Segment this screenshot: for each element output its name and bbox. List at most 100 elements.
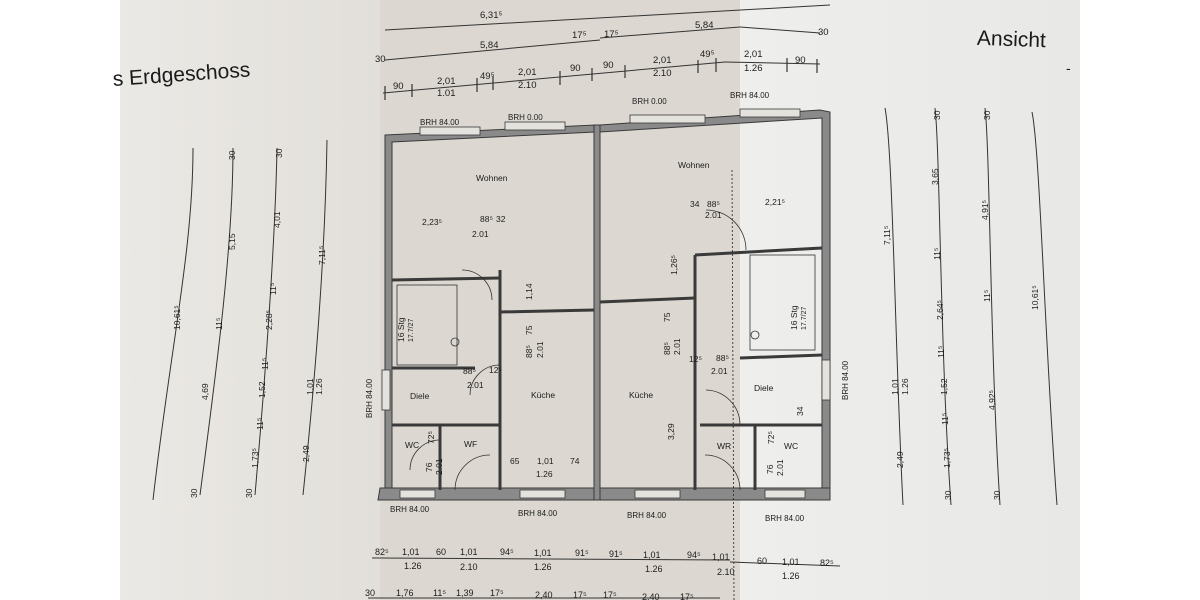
svg-text:2,01: 2,01 — [437, 76, 456, 87]
svg-text:WC: WC — [405, 440, 419, 450]
svg-text:11⁵: 11⁵ — [982, 290, 992, 302]
svg-text:11⁵: 11⁵ — [214, 318, 224, 330]
svg-text:BRH 84.00: BRH 84.00 — [518, 509, 558, 518]
svg-text:16 Stg: 16 Stg — [396, 317, 406, 342]
svg-text:17⁵: 17⁵ — [604, 29, 619, 40]
svg-text:11⁵: 11⁵ — [268, 283, 278, 295]
svg-text:1.26: 1.26 — [534, 562, 552, 572]
svg-text:30: 30 — [274, 148, 284, 158]
svg-text:82⁵: 82⁵ — [375, 547, 389, 557]
svg-text:1,52: 1,52 — [257, 381, 267, 398]
svg-text:Diele: Diele — [754, 383, 774, 393]
svg-text:BRH 84.00: BRH 84.00 — [765, 514, 805, 523]
svg-text:11⁵: 11⁵ — [936, 346, 946, 358]
top-dimension-labels: 6,31⁵ 30 5,84 17⁵ 17⁵ 5,84 30 90 2,01 1.… — [375, 10, 829, 99]
window-height-labels: BRH 84.00 BRH 0.00 BRH 0.00 BRH 84.00 BR… — [365, 91, 850, 523]
svg-text:1.26: 1.26 — [404, 561, 422, 571]
svg-text:2.01: 2.01 — [672, 338, 682, 355]
svg-text:BRH 0.00: BRH 0.00 — [632, 97, 667, 106]
svg-text:17⁵: 17⁵ — [680, 592, 694, 600]
svg-text:32: 32 — [496, 214, 506, 224]
svg-text:75: 75 — [662, 312, 672, 322]
svg-text:2,40: 2,40 — [642, 592, 660, 600]
svg-text:10,61⁵: 10,61⁵ — [172, 305, 182, 330]
svg-text:17⁵: 17⁵ — [573, 590, 587, 600]
svg-text:2.10: 2.10 — [717, 567, 735, 577]
svg-text:72⁵: 72⁵ — [426, 431, 436, 444]
svg-text:BRH 84.00: BRH 84.00 — [390, 505, 430, 514]
svg-text:2,01: 2,01 — [744, 49, 763, 60]
svg-text:17⁵: 17⁵ — [572, 30, 587, 41]
svg-text:BRH 84.00: BRH 84.00 — [841, 360, 850, 400]
svg-text:BRH 84.00: BRH 84.00 — [730, 91, 770, 100]
svg-text:17⁵: 17⁵ — [490, 588, 504, 598]
svg-text:4,01: 4,01 — [272, 211, 282, 228]
svg-text:30: 30 — [818, 27, 829, 38]
svg-text:1,01: 1,01 — [537, 456, 554, 466]
svg-text:1,01: 1,01 — [402, 547, 420, 557]
svg-text:30: 30 — [375, 54, 386, 65]
svg-text:6,31⁵: 6,31⁵ — [480, 10, 502, 21]
svg-text:88⁵: 88⁵ — [480, 214, 493, 224]
svg-text:2.01: 2.01 — [711, 366, 728, 376]
svg-text:82⁵: 82⁵ — [820, 558, 834, 568]
svg-text:30: 30 — [992, 490, 1002, 500]
svg-text:Diele: Diele — [410, 391, 430, 401]
exterior-walls — [377, 109, 831, 501]
svg-text:WR: WR — [717, 441, 731, 451]
svg-text:7,11⁵: 7,11⁵ — [317, 246, 327, 265]
svg-text:2,64⁵: 2,64⁵ — [935, 300, 945, 320]
svg-text:1.26: 1.26 — [314, 378, 324, 395]
svg-text:3,29: 3,29 — [666, 423, 676, 440]
svg-text:1,01: 1,01 — [643, 550, 661, 560]
svg-text:4,92⁵: 4,92⁵ — [987, 390, 997, 410]
svg-text:2,23⁵: 2,23⁵ — [422, 217, 442, 227]
svg-text:11⁵: 11⁵ — [940, 413, 950, 425]
svg-text:2,21⁵: 2,21⁵ — [765, 197, 785, 207]
svg-text:3,65: 3,65 — [930, 168, 940, 185]
svg-text:2.10: 2.10 — [460, 562, 478, 572]
bottom-dimension-lines — [368, 557, 841, 599]
svg-text:16 Stg: 16 Stg — [789, 305, 799, 330]
svg-text:2.01: 2.01 — [472, 229, 489, 239]
svg-text:2,28⁵: 2,28⁵ — [264, 310, 274, 330]
bottom-dimension-labels: 82⁵ 1,01 1.26 60 1,01 2.10 94⁵ 1,01 1.26… — [365, 547, 834, 600]
interior-walls — [391, 246, 823, 490]
svg-text:30: 30 — [227, 150, 237, 160]
svg-text:1.01: 1.01 — [437, 88, 456, 99]
interior-dimension-labels: 2,23⁵ 88⁵ 32 2.01 34 88⁵ 2.01 2,21⁵ 1,26… — [422, 197, 805, 479]
svg-text:30: 30 — [189, 488, 199, 498]
svg-text:34: 34 — [795, 406, 805, 416]
svg-text:4,91⁵: 4,91⁵ — [980, 200, 990, 220]
svg-text:1,01: 1,01 — [305, 378, 315, 395]
svg-text:88⁵: 88⁵ — [662, 342, 672, 355]
svg-text:34: 34 — [690, 199, 700, 209]
svg-text:88⁵: 88⁵ — [716, 353, 729, 363]
svg-text:90: 90 — [795, 55, 806, 66]
svg-text:2.01: 2.01 — [467, 380, 484, 390]
svg-text:11⁵: 11⁵ — [932, 248, 942, 260]
svg-text:1,76: 1,76 — [396, 588, 414, 598]
svg-text:BRH 84.00: BRH 84.00 — [420, 118, 460, 127]
left-side-dimension-lines — [152, 139, 328, 501]
windows — [381, 108, 831, 499]
svg-text:76: 76 — [765, 464, 775, 474]
svg-text:94⁵: 94⁵ — [500, 547, 514, 557]
svg-text:91⁵: 91⁵ — [609, 549, 623, 559]
svg-text:90: 90 — [603, 60, 614, 71]
room-labels: Wohnen Diele Küche WC WF 16 Stg 17.7/27 … — [396, 160, 808, 451]
svg-text:11⁵: 11⁵ — [255, 418, 265, 430]
svg-text:90: 90 — [570, 63, 581, 74]
svg-text:2,49: 2,49 — [301, 445, 311, 462]
svg-text:1,14: 1,14 — [524, 283, 534, 300]
svg-text:76: 76 — [424, 462, 434, 472]
svg-text:5,15: 5,15 — [227, 233, 237, 250]
svg-text:1.26: 1.26 — [744, 63, 763, 74]
svg-text:2.01: 2.01 — [705, 210, 722, 220]
svg-text:30: 30 — [943, 490, 953, 500]
svg-text:88⁵: 88⁵ — [707, 199, 720, 209]
svg-text:11⁵: 11⁵ — [260, 358, 270, 370]
svg-text:30: 30 — [982, 110, 992, 120]
svg-text:72⁵: 72⁵ — [766, 431, 776, 444]
